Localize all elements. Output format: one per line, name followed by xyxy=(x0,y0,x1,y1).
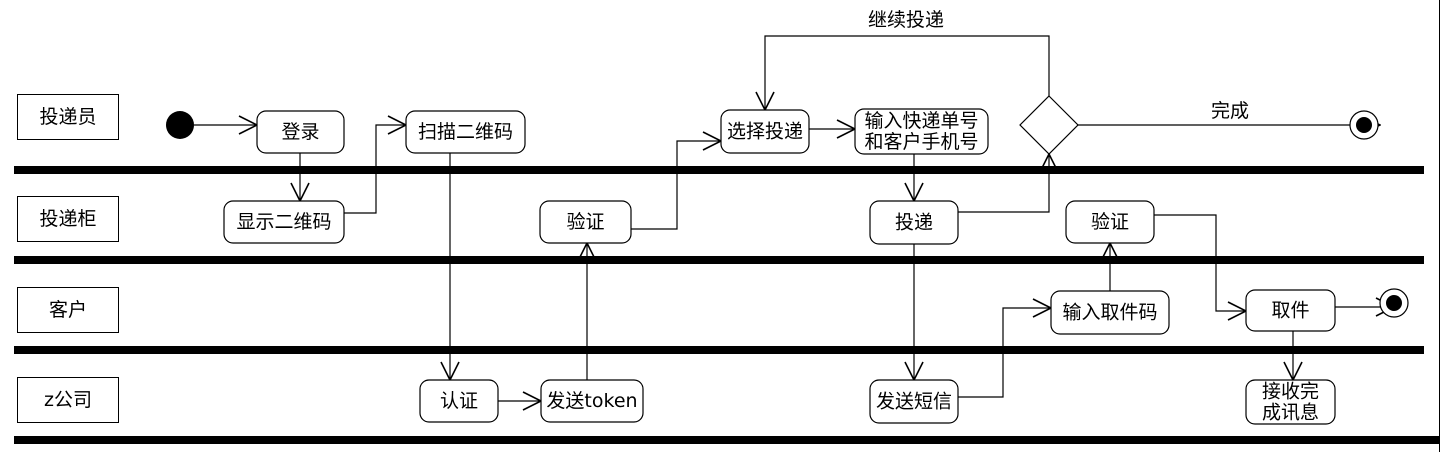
lane-label-courier-text: 投递员 xyxy=(39,106,96,128)
end-node-pickup xyxy=(1379,288,1409,318)
action-select-delivery: 选择投递 xyxy=(720,109,810,154)
lane-label-company: z公司 xyxy=(17,377,119,423)
action-login-label: 登录 xyxy=(281,121,319,143)
connectors xyxy=(194,35,1394,401)
action-scan-qr-label: 扫描二维码 xyxy=(418,121,513,143)
action-login: 登录 xyxy=(256,110,345,154)
action-enter-tracking-label-line2: 和客户手机号 xyxy=(864,131,978,153)
action-enter-tracking: 输入快递单号 和客户手机号 xyxy=(854,108,989,155)
lane-separator-4 xyxy=(14,436,1440,444)
action-show-qr-label: 显示二维码 xyxy=(236,211,331,233)
action-receive-msg: 接收完 成讯息 xyxy=(1245,379,1336,425)
action-enter-tracking-label-line1: 输入快递单号 xyxy=(864,110,978,132)
lane-label-courier: 投递员 xyxy=(17,94,119,140)
edge-label-continue: 继续投递 xyxy=(868,9,944,31)
edge-verify1-select-delivery xyxy=(631,141,721,230)
action-authenticate-label: 认证 xyxy=(440,390,478,412)
action-send-sms: 发送短信 xyxy=(869,379,959,424)
action-show-qr: 显示二维码 xyxy=(223,200,345,244)
start-node xyxy=(166,111,194,139)
action-receive-msg-label-line1: 接收完 xyxy=(1262,381,1319,403)
action-send-token-label: 发送token xyxy=(546,390,637,412)
lane-label-customer: 客户 xyxy=(17,287,119,333)
edge-decision-continue xyxy=(765,35,1050,110)
edge-deliver-decision xyxy=(958,154,1049,213)
lane-label-company-text: z公司 xyxy=(44,389,92,411)
action-pickup-label: 取件 xyxy=(1271,300,1309,322)
action-authenticate: 认证 xyxy=(419,379,499,423)
lane-separator-3 xyxy=(14,346,1424,354)
action-receive-msg-label-line2: 成讯息 xyxy=(1262,402,1319,424)
end-node-delivery xyxy=(1349,110,1379,140)
action-enter-code: 输入取件码 xyxy=(1050,290,1170,335)
decision-node xyxy=(1019,95,1079,155)
action-send-token: 发送token xyxy=(540,379,644,423)
lane-label-locker: 投递柜 xyxy=(17,196,119,242)
action-enter-code-label: 输入取件码 xyxy=(1062,302,1157,324)
action-verify-2-label: 验证 xyxy=(1091,211,1129,233)
action-scan-qr: 扫描二维码 xyxy=(405,110,526,154)
action-pickup: 取件 xyxy=(1245,289,1336,332)
action-verify-1-label: 验证 xyxy=(566,211,604,233)
lane-label-customer-text: 客户 xyxy=(49,299,87,321)
action-select-delivery-label: 选择投递 xyxy=(727,121,803,143)
edge-verify2-pickup xyxy=(1154,214,1246,311)
action-verify-2: 验证 xyxy=(1065,200,1155,244)
edge-show-qr-scan-qr xyxy=(344,125,406,214)
edge-label-done: 完成 xyxy=(1211,100,1249,122)
lane-separator-1 xyxy=(14,166,1424,174)
action-deliver-label: 投递 xyxy=(895,212,933,234)
action-deliver: 投递 xyxy=(869,200,959,245)
action-verify-1: 验证 xyxy=(539,200,632,244)
lane-label-locker-text: 投递柜 xyxy=(39,208,96,230)
swimlane-separators xyxy=(14,166,1440,444)
lane-separator-2 xyxy=(14,256,1424,264)
edge-send-sms-enter-code xyxy=(958,308,1051,398)
action-send-sms-label: 发送短信 xyxy=(876,391,952,413)
